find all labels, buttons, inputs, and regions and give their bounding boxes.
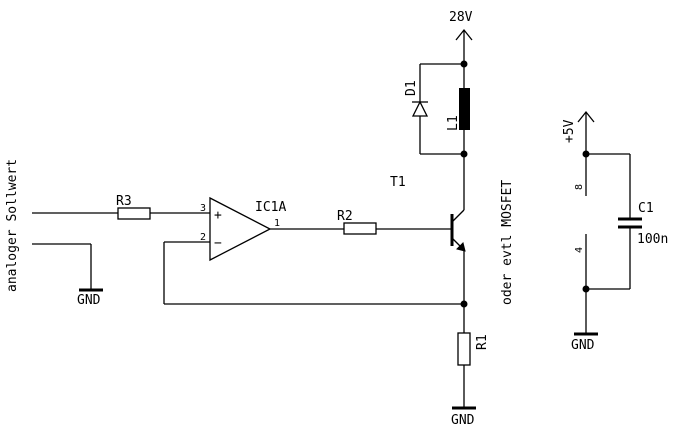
gnd-power-label: GND: [571, 338, 595, 353]
transistor-note: oder evtl MOSFET: [500, 180, 515, 305]
opamp-pin-1: 1: [274, 218, 280, 229]
transistor-t1-label: T1: [390, 175, 406, 190]
resistor-r2-label: R2: [337, 209, 353, 224]
power-pin-4: 4: [574, 247, 585, 253]
opamp-plus-sign: +: [214, 208, 222, 223]
resistor-r3-symbol: [117, 207, 151, 220]
transistor-t1-collector-leg: [451, 209, 465, 223]
gnd-input-label: GND: [77, 293, 101, 308]
resistor-r1-label: R1: [475, 334, 490, 350]
capacitor-c1-value: 100n: [637, 232, 668, 247]
resistor-r2-symbol: [343, 222, 377, 235]
opamp-ic1a-symbol: [209, 196, 272, 262]
opamp-pin-2: 2: [200, 232, 206, 243]
inductor-l1-symbol: [459, 88, 470, 130]
junction-gnd: [582, 285, 590, 293]
opamp-pin-3: 3: [200, 203, 206, 214]
supply-5v-label: +5V: [562, 119, 577, 143]
resistor-r1-symbol: [457, 332, 471, 366]
opamp-ic1a-label: IC1A: [255, 200, 286, 215]
opamp-minus-sign: −: [214, 236, 222, 251]
transistor-t1-emitter-arrow: [456, 242, 466, 252]
gnd-r1-label: GND: [451, 413, 475, 428]
resistor-r3-label: R3: [116, 194, 132, 209]
diode-d1-label: D1: [404, 80, 419, 96]
inductor-l1-label: L1: [446, 115, 461, 131]
diode-d1-symbol: [411, 100, 429, 117]
power-pin-8: 8: [574, 184, 585, 190]
capacitor-c1-label: C1: [638, 201, 654, 216]
input-label: analoger Sollwert: [5, 159, 20, 292]
supply-28v-label: 28V: [449, 10, 473, 25]
